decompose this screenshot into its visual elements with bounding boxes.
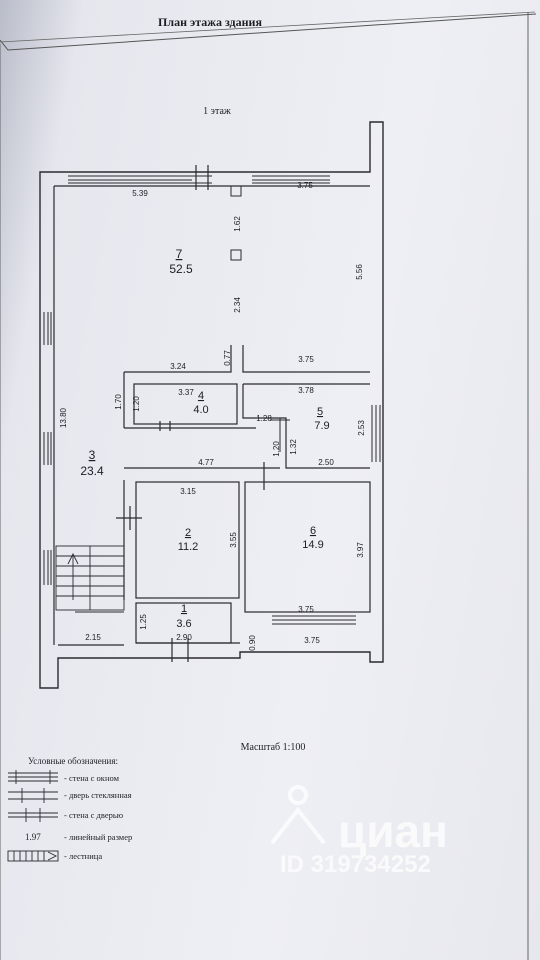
wall-room5-outline [242, 384, 370, 469]
legend-title: Условные обозначения: [28, 756, 118, 766]
floor-label: 1 этаж [203, 106, 231, 117]
legend-sample: 1.97 [25, 832, 41, 842]
staircase [55, 545, 125, 611]
legend-wall-window-icon [8, 770, 58, 784]
watermark-brand: циан [338, 805, 448, 857]
window-top-right [252, 175, 330, 184]
watermark: циан ID 319734252 [270, 785, 448, 878]
window-room6-bottom [272, 615, 356, 625]
dimension-label: 2.15 [85, 633, 101, 642]
legend: Условные обозначения: - стена с окном - … [7, 756, 132, 862]
wall-room7-bottom-left [124, 345, 232, 373]
dimension-label: 13.80 [59, 407, 68, 428]
room-number: 7 [176, 247, 183, 261]
window-left-1 [43, 312, 52, 345]
legend-wall-door-icon [8, 808, 58, 822]
dimension-label: 4.77 [198, 458, 214, 467]
column-top [230, 185, 242, 197]
dimension-label: 3.37 [178, 388, 194, 397]
scale-label: Масштаб 1:100 [241, 742, 306, 753]
dimension-label: 3.15 [180, 487, 196, 496]
dimension-label: 1.20 [132, 396, 141, 412]
dimension-label: 2.34 [233, 297, 242, 313]
dimension-label: 1.25 [139, 614, 148, 630]
room-area: 4.0 [193, 404, 208, 416]
glass-door-top [192, 165, 212, 190]
dimension-label: 3.75 [304, 636, 320, 645]
window-left-2 [43, 432, 52, 465]
frame-top-line [0, 13, 537, 51]
dimension-label: 3.55 [229, 532, 238, 548]
room2-outline [135, 481, 240, 599]
room-area: 11.2 [178, 541, 199, 553]
watermark-id: ID 319734252 [280, 851, 431, 878]
room4-outline [133, 383, 238, 425]
legend-label: - стена с окном [64, 773, 120, 783]
room-labels: 7 52.5 4 4.0 5 7.9 3 23.4 2 11.2 6 14.9 … [80, 247, 329, 630]
dimension-label: 1.62 [233, 216, 242, 232]
legend-label: - лестница [64, 851, 102, 861]
frame-top [0, 11, 536, 43]
column-middle [230, 249, 242, 261]
room-number: 4 [198, 390, 204, 402]
wall-room7-bottom-right [242, 345, 370, 373]
legend-label: - стена с дверью [64, 810, 124, 820]
room-area: 52.5 [169, 262, 193, 276]
room-number: 3 [89, 448, 96, 462]
legend-label: - линейный размер [64, 832, 132, 842]
dimension-label: 3.75 [298, 355, 314, 364]
dimension-label: 5.39 [132, 189, 148, 198]
dimension-label: 1.70 [114, 394, 123, 410]
room-number: 6 [310, 525, 316, 537]
room-area: 3.6 [176, 618, 191, 630]
room-number: 1 [181, 603, 187, 615]
dimension-label: 2.50 [318, 458, 334, 467]
location-pin-icon [270, 785, 326, 845]
legend-label: - дверь стеклянная [64, 790, 132, 800]
window-right [371, 405, 381, 462]
room-area: 23.4 [80, 464, 104, 478]
dimension-label: 3.75 [297, 181, 313, 190]
dimension-label: 3.24 [170, 362, 186, 371]
room-area: 14.9 [302, 539, 323, 551]
room-number: 2 [185, 527, 191, 539]
room6-outline [244, 481, 371, 613]
window-left-3 [43, 550, 52, 585]
walls [39, 121, 384, 689]
legend-glass-door-icon [8, 788, 58, 803]
dimension-label: 0.77 [223, 350, 232, 366]
dimension-label: 3.97 [356, 542, 365, 558]
dimension-labels: 5.39 3.75 1.62 5.56 2.34 0.77 3.24 3.75 … [59, 181, 366, 651]
room-area: 7.9 [314, 420, 329, 432]
dimension-label: 3.78 [298, 386, 314, 395]
window-top-left [68, 175, 192, 184]
dimension-label: 0.90 [248, 635, 257, 651]
dimension-label: 1.28 [256, 414, 272, 423]
dimension-label: 5.56 [355, 264, 364, 280]
outer-wall-outline [39, 121, 384, 689]
dimension-label: 3.75 [298, 605, 314, 614]
dimension-label: 2.90 [176, 633, 192, 642]
dimension-label: 2.53 [357, 420, 366, 436]
dimension-label: 1.32 [289, 439, 298, 455]
legend-stair-icon [7, 850, 59, 862]
dimension-label: 1.20 [272, 441, 281, 457]
room-number: 5 [317, 406, 323, 418]
plan-title: План этажа здания [158, 15, 262, 29]
